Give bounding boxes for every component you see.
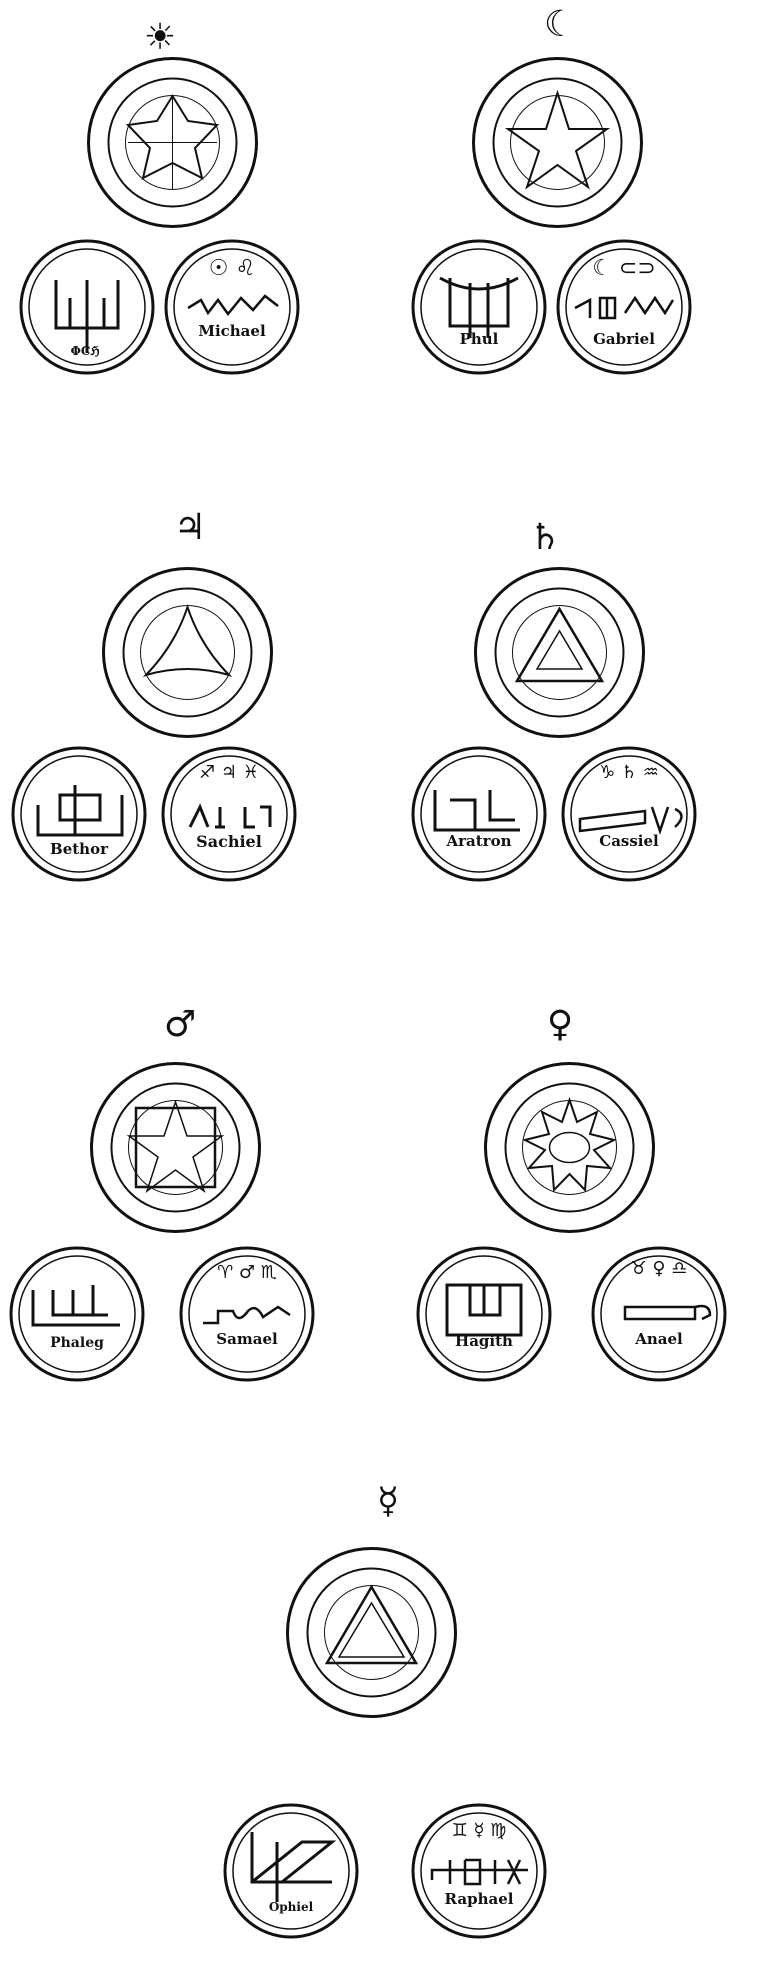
saturn-seal-aratron-label: Aratron bbox=[419, 832, 539, 850]
moon-seal-phul bbox=[410, 238, 548, 376]
jupiter-seal-sachiel-label: Sachiel bbox=[169, 832, 289, 851]
moon-seal-phul-label: Phul bbox=[419, 330, 539, 348]
venus-seal-hagith-label: Hagith bbox=[424, 1332, 544, 1350]
mercury-symbol: ☿ bbox=[348, 1482, 428, 1522]
pentagram-star bbox=[129, 1102, 222, 1191]
curved-triangle bbox=[146, 607, 229, 675]
jupiter-seal-sachiel-glyphs: ♐ ♃ ♓ bbox=[169, 762, 289, 783]
twelve-point-star bbox=[525, 1100, 614, 1190]
saturn-seal-cassiel-label: Cassiel bbox=[569, 832, 689, 850]
saturn-large-seal bbox=[472, 565, 647, 740]
triangle-figure bbox=[327, 1587, 416, 1663]
moon-seal-gabriel-label: Gabriel bbox=[564, 330, 684, 348]
mercury-seal-ophiel bbox=[222, 1802, 360, 1940]
mercury-seal-ophiel-label: Ophiel bbox=[231, 1900, 351, 1914]
mercury-large-seal bbox=[284, 1545, 459, 1720]
triangle-figure bbox=[517, 609, 602, 681]
sun-large-seal bbox=[85, 55, 260, 230]
pentagram-star bbox=[508, 93, 607, 187]
jupiter-seal-bethor bbox=[10, 745, 148, 883]
sun-seal-michael-label: Michael bbox=[172, 322, 292, 340]
jupiter-symbol: ♃ bbox=[150, 508, 230, 548]
mars-large-seal bbox=[88, 1060, 263, 1235]
venus-seal-hagith bbox=[415, 1245, 553, 1383]
moon-large-seal bbox=[470, 55, 645, 230]
saturn-seal-cassiel-glyphs: ♑ ♄ ♒ bbox=[569, 762, 689, 783]
jupiter-seal-bethor-label: Bethor bbox=[19, 840, 139, 858]
mars-seal-phaleg-label: Phaleg bbox=[17, 1335, 137, 1351]
mars-seal-samael-label: Samael bbox=[187, 1330, 307, 1348]
venus-symbol: ♀ bbox=[520, 1005, 600, 1045]
mars-seal-samael-glyphs: ♈ ♂ ♏ bbox=[187, 1262, 307, 1283]
venus-seal-anael-glyphs: ♉ ♀ ♎ bbox=[599, 1258, 719, 1279]
saturn-seal-aratron bbox=[410, 745, 548, 883]
mars-seal-phaleg bbox=[8, 1245, 146, 1383]
sun-symbol: ☀ bbox=[120, 18, 200, 58]
sun-seal-michael-glyphs: ☉ ♌ bbox=[172, 256, 292, 281]
saturn-symbol: ♄ bbox=[505, 518, 585, 558]
jupiter-large-seal bbox=[100, 565, 275, 740]
moon-seal-gabriel-glyphs: ☾ ⊂⊃ bbox=[564, 256, 684, 281]
venus-large-seal bbox=[482, 1060, 657, 1235]
moon-symbol: ☾ bbox=[520, 5, 600, 45]
sun-seal-phil-label: ΦCℌ bbox=[25, 344, 145, 358]
mercury-seal-raphael-glyphs: ♊ ☿ ♍ bbox=[419, 1820, 539, 1841]
mercury-seal-raphael-label: Raphael bbox=[419, 1890, 539, 1908]
mars-symbol: ♂ bbox=[140, 1005, 220, 1045]
venus-seal-anael-label: Anael bbox=[599, 1330, 719, 1348]
